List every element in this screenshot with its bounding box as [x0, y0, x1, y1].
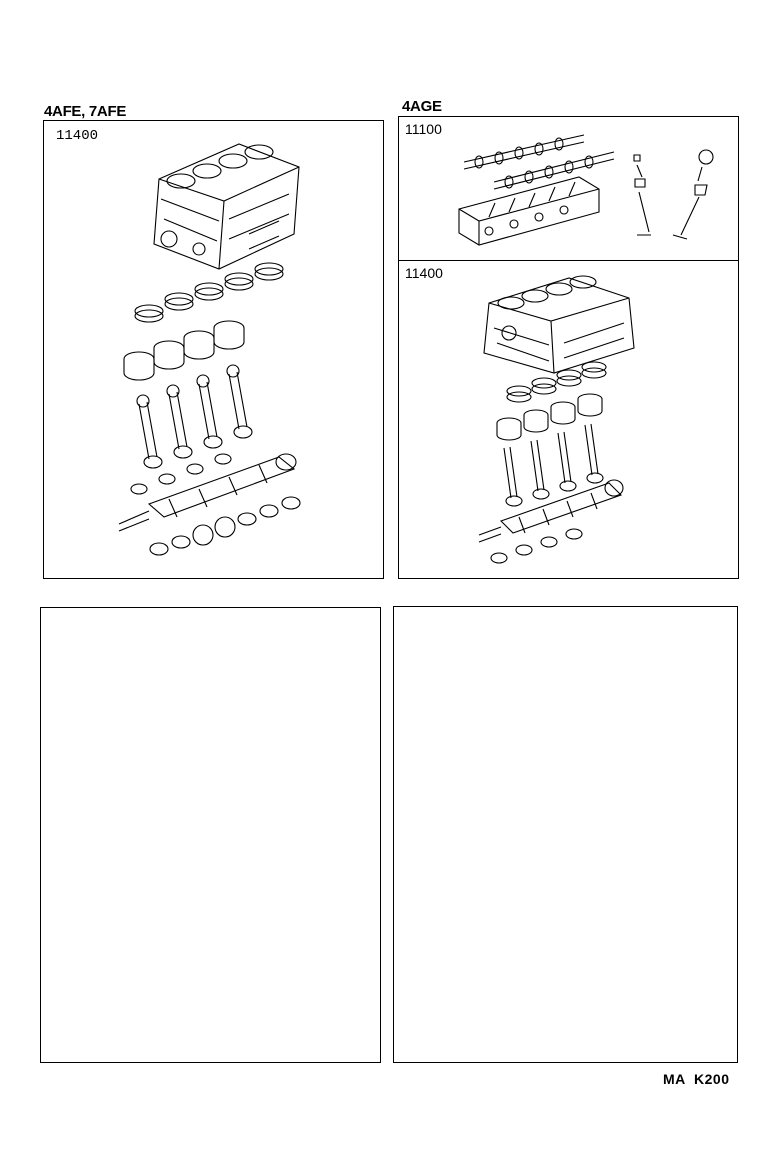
part-number-11400-left: 11400 [56, 128, 99, 144]
panel-bottom-right [393, 606, 738, 1063]
page-code: MA K200 [663, 1071, 730, 1087]
engine-block-kit-icon [129, 139, 329, 559]
engine-label-4afe-7afe: 4AFE, 7AFE [44, 103, 127, 120]
cylinder-head-kit-icon [459, 127, 729, 247]
part-number-11100: 11100 [405, 121, 442, 137]
engine-block-kit-icon-4age [479, 273, 679, 573]
panel-top-left: 11400 [43, 120, 384, 579]
panel-top-right: 11100 11400 [398, 116, 739, 579]
panel-divider [399, 260, 738, 261]
part-number-11400-right: 11400 [405, 265, 443, 281]
engine-label-4age: 4AGE [402, 98, 442, 115]
panel-bottom-left [40, 607, 381, 1063]
